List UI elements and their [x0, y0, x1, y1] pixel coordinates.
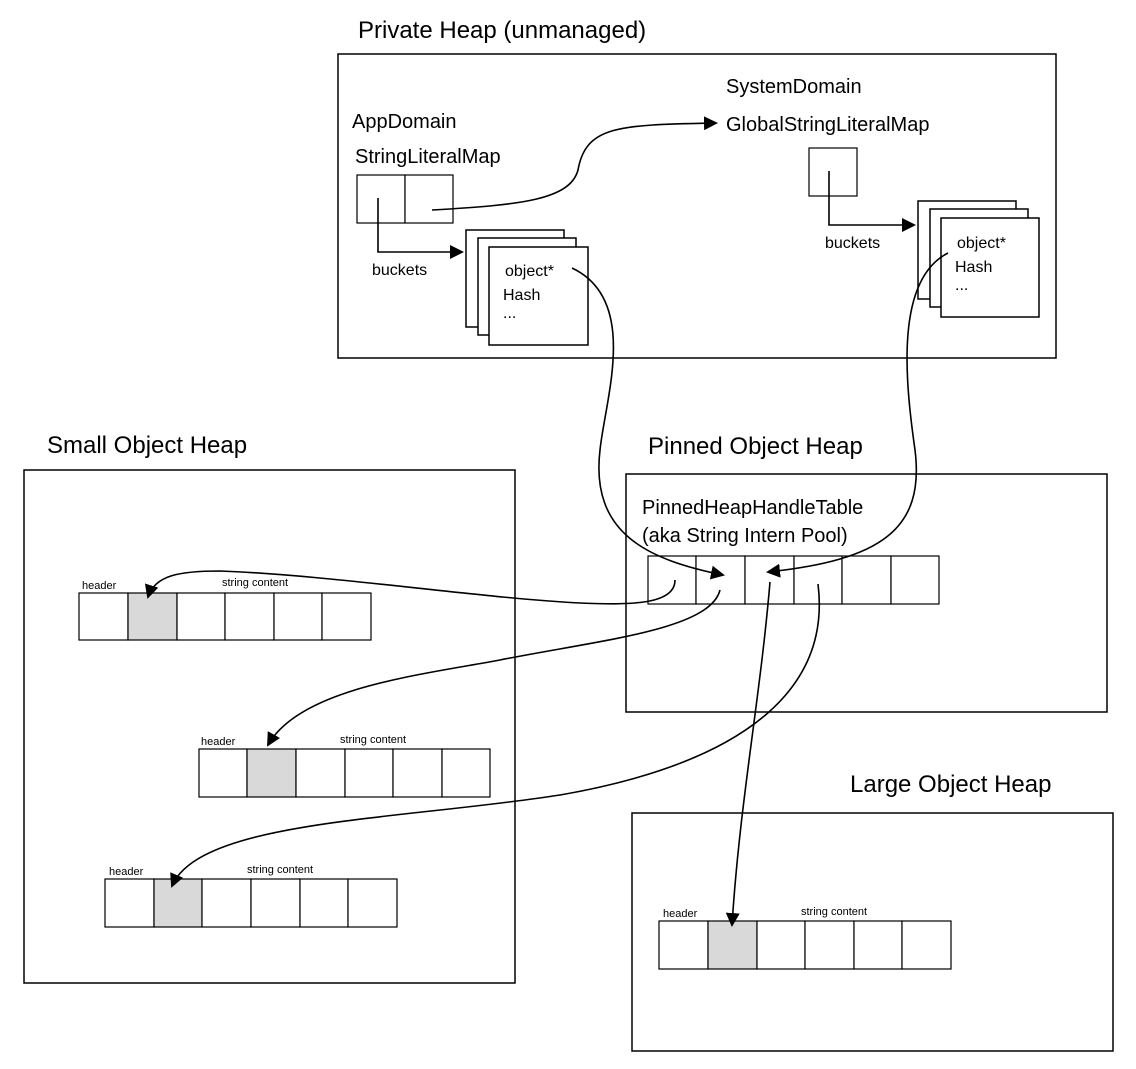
app-entry-object: object*: [505, 263, 554, 280]
pinned-object-heap-title: Pinned Object Heap: [648, 433, 863, 460]
system-bucket-page-front: [940, 217, 1040, 318]
string1-header-label: header: [82, 580, 117, 592]
string4-content-label: string content: [801, 906, 867, 918]
string3-method-table-cell: [153, 878, 203, 928]
app-map-cell-1: [356, 174, 406, 224]
app-map-cell-2: [404, 174, 454, 224]
system-entry-hash: Hash: [955, 259, 992, 276]
system-entry-to-handle-arrow: [766, 252, 949, 578]
string4-header-label: header: [663, 908, 698, 920]
system-buckets-label: buckets: [825, 235, 880, 252]
app-buckets-label: buckets: [372, 262, 427, 279]
app-to-global-map-arrow: [431, 116, 718, 211]
string1-content-label: string content: [222, 577, 288, 589]
handle2-to-string2-arrow: [267, 589, 721, 747]
app-domain-title: AppDomain: [352, 111, 457, 133]
string-object-1: header string content: [78, 577, 372, 641]
handle-table-title: PinnedHeapHandleTable: [642, 497, 863, 519]
string3-header-label: header: [109, 866, 144, 878]
string2-content-label: string content: [340, 734, 406, 746]
app-entry-more: ...: [503, 305, 516, 322]
string-object-large: header string content: [658, 906, 952, 970]
string4-method-table-cell: [707, 920, 758, 970]
string-object-3: header string content: [104, 864, 398, 928]
handle-table-cells: [647, 555, 940, 605]
app-buckets-arrow: [377, 198, 464, 259]
app-entry-to-handle-arrow: [571, 267, 725, 580]
handle-table-subtitle: (aka String Intern Pool): [642, 525, 848, 547]
handle4-to-string3-arrow: [170, 583, 820, 888]
system-entry-more: ...: [955, 277, 968, 294]
system-buckets-arrow: [828, 171, 916, 232]
global-map-cell: [808, 147, 858, 197]
app-entry-hash: Hash: [503, 287, 540, 304]
handle1-to-string1-arrow: [144, 570, 676, 605]
large-object-heap-title: Large Object Heap: [850, 771, 1051, 798]
private-heap-title: Private Heap (unmanaged): [358, 17, 646, 44]
system-entry-object: object*: [957, 235, 1006, 252]
global-string-literal-map-label: GlobalStringLiteralMap: [726, 114, 929, 136]
string3-content-label: string content: [247, 864, 313, 876]
string2-header-label: header: [201, 736, 236, 748]
string-literal-map-label: StringLiteralMap: [355, 146, 501, 168]
string1-method-table-cell: [127, 592, 178, 641]
handle3-to-large-string-arrow: [725, 581, 771, 927]
string2-method-table-cell: [246, 748, 297, 798]
app-bucket-page-front: [488, 246, 589, 346]
system-domain-title: SystemDomain: [726, 76, 862, 98]
small-object-heap-title: Small Object Heap: [47, 432, 247, 459]
string-object-2: header string content: [198, 734, 491, 798]
